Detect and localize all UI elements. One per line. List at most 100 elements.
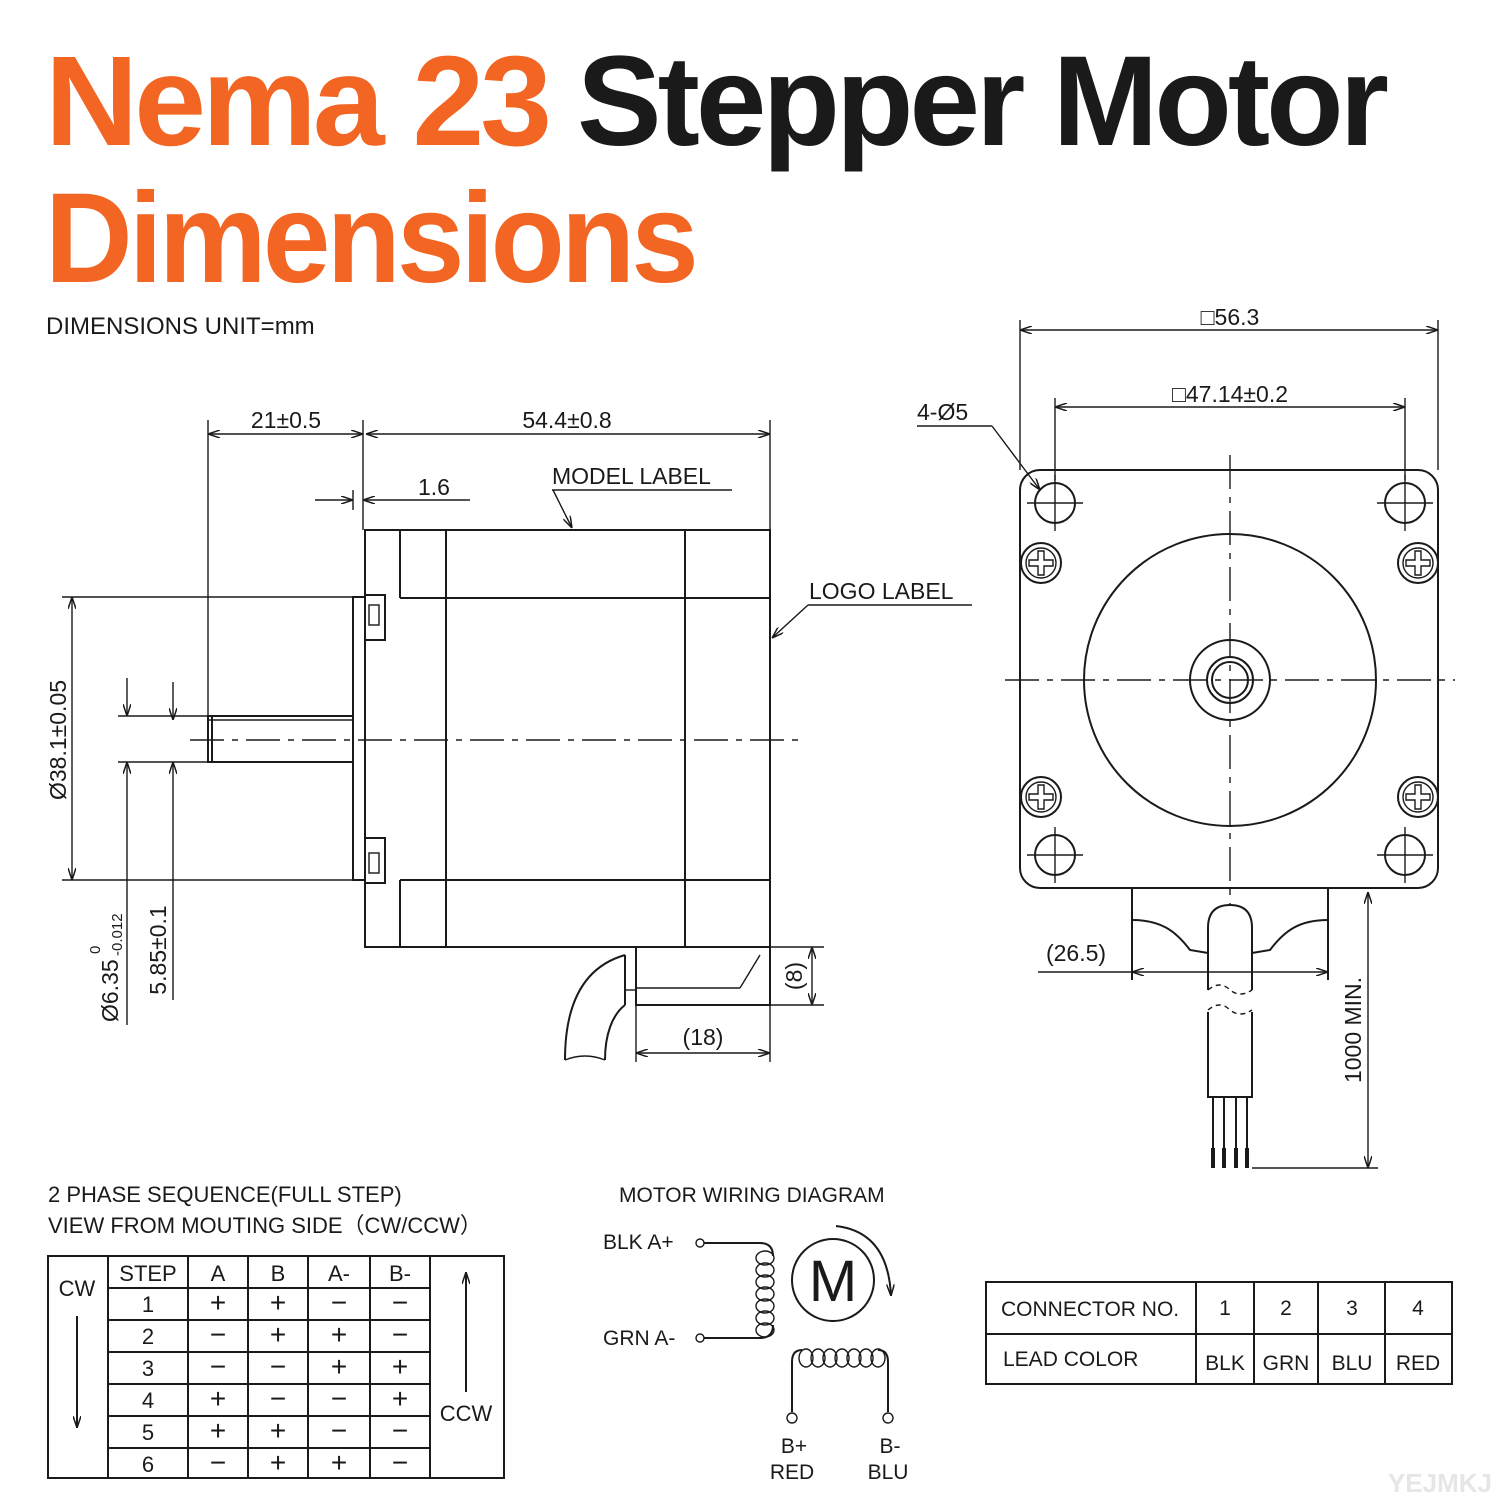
dim-lead-length: 1000 MIN. bbox=[1340, 977, 1366, 1083]
wire-b-plus: B+ bbox=[781, 1435, 807, 1458]
cw-label: CW bbox=[59, 1276, 96, 1301]
wiring-title: MOTOR WIRING DIAGRAM bbox=[619, 1184, 885, 1207]
phase-cell: − bbox=[331, 1287, 347, 1318]
connector-number: 1 bbox=[1219, 1297, 1231, 1320]
motor-symbol: M bbox=[809, 1249, 857, 1314]
phase-cell: + bbox=[392, 1383, 408, 1414]
phase-cell: − bbox=[270, 1351, 286, 1382]
phase-header: B- bbox=[389, 1261, 411, 1286]
screw-icon bbox=[1397, 542, 1439, 584]
phase-step: 6 bbox=[142, 1452, 154, 1477]
phase-header: A- bbox=[328, 1261, 350, 1286]
watermark: YEJMKJ bbox=[1388, 1468, 1492, 1498]
phase-step: 3 bbox=[142, 1356, 154, 1381]
phase-cell: + bbox=[210, 1415, 226, 1446]
phase-step: 5 bbox=[142, 1420, 154, 1445]
lead-color: BLK bbox=[1205, 1352, 1245, 1375]
wiring-diagram: MOTOR WIRING DIAGRAM BLK A+ GRN A- M B+ … bbox=[603, 1184, 908, 1484]
phase-cell: − bbox=[392, 1287, 408, 1318]
phase-cell: + bbox=[331, 1447, 347, 1478]
units-note: DIMENSIONS UNIT=mm bbox=[46, 313, 315, 340]
dim-cable-exit-height: (8) bbox=[781, 962, 807, 990]
phase-cell: + bbox=[270, 1447, 286, 1478]
phase-cell: + bbox=[270, 1287, 286, 1318]
phase-sequence: 2 PHASE SEQUENCE(FULL STEP) VIEW FROM MO… bbox=[47, 1182, 505, 1479]
title-part1: Nema 23 bbox=[45, 30, 548, 173]
dim-shaft-tol-lower: -0.012 bbox=[109, 913, 126, 956]
coil-a-turn bbox=[755, 1310, 775, 1326]
lead-color: BLU bbox=[1332, 1352, 1373, 1375]
phase-header: A bbox=[211, 1261, 226, 1286]
coil-b-turn bbox=[822, 1348, 838, 1368]
phase-cell: − bbox=[392, 1319, 408, 1350]
phase-cell: − bbox=[392, 1447, 408, 1478]
side-view: 21±0.5 54.4±0.8 1.6 Ø38.1±0.05 bbox=[45, 407, 972, 1062]
phase-step: 4 bbox=[142, 1388, 154, 1413]
phase-step: 2 bbox=[142, 1324, 154, 1349]
front-view: □56.3 □47.14±0.2 4-Ø5 bbox=[917, 304, 1455, 1169]
phase-cell: + bbox=[331, 1319, 347, 1350]
coil-a-turn bbox=[755, 1250, 775, 1266]
logo-label-callout: LOGO LABEL bbox=[809, 578, 954, 604]
dim-shaft-length: 21±0.5 bbox=[251, 407, 321, 433]
phase-cell: + bbox=[210, 1287, 226, 1318]
connector-no-label: CONNECTOR NO. bbox=[1001, 1298, 1179, 1321]
model-label-callout: MODEL LABEL bbox=[552, 463, 711, 489]
phase-cell: + bbox=[331, 1351, 347, 1382]
ccw-label: CCW bbox=[440, 1401, 493, 1426]
phase-title-line2: VIEW FROM MOUTING SIDE（CW/CCW） bbox=[48, 1213, 482, 1238]
dim-mounting-holes: 4-Ø5 bbox=[917, 399, 968, 425]
dim-hole-spacing: □47.14±0.2 bbox=[1172, 381, 1288, 407]
phase-step: 1 bbox=[142, 1292, 154, 1317]
wire-a-minus: GRN A- bbox=[603, 1327, 675, 1350]
mounting-hole-icon bbox=[1027, 827, 1083, 883]
connector-number: 2 bbox=[1280, 1297, 1292, 1320]
dim-body-length: 54.4±0.8 bbox=[522, 407, 611, 433]
wire-b-plus-color: RED bbox=[770, 1461, 814, 1484]
title-part2: Stepper Motor bbox=[577, 30, 1387, 173]
phase-cell: − bbox=[392, 1415, 408, 1446]
dim-flange-thickness: 1.6 bbox=[418, 474, 450, 500]
wire-b-minus-color: BLU bbox=[868, 1461, 909, 1484]
coil-b-turn bbox=[870, 1348, 886, 1368]
coil-a-turn bbox=[755, 1298, 775, 1314]
wire-a-plus: BLK A+ bbox=[603, 1231, 674, 1254]
phase-cell: + bbox=[210, 1383, 226, 1414]
coil-b-turn bbox=[810, 1348, 826, 1368]
wire-b-minus: B- bbox=[880, 1435, 901, 1458]
phase-cell: − bbox=[331, 1383, 347, 1414]
coil-b-turn bbox=[798, 1348, 814, 1368]
phase-title-line1: 2 PHASE SEQUENCE(FULL STEP) bbox=[48, 1182, 402, 1207]
phase-header: STEP bbox=[119, 1261, 176, 1286]
dim-flat-depth: 5.85±0.1 bbox=[145, 905, 171, 994]
dim-shaft-tol-upper: 0 bbox=[87, 946, 104, 954]
lead-color: GRN bbox=[1263, 1352, 1310, 1375]
mounting-hole-icon bbox=[1377, 827, 1433, 883]
dim-boss-diameter: Ø38.1±0.05 bbox=[45, 680, 71, 800]
dim-cable-width: (26.5) bbox=[1046, 940, 1106, 966]
coil-a-turn bbox=[755, 1262, 775, 1278]
coil-b-turn bbox=[834, 1348, 850, 1368]
screw-icon bbox=[1020, 542, 1062, 584]
lead-color: RED bbox=[1396, 1352, 1440, 1375]
coil-b-turn bbox=[846, 1348, 862, 1368]
phase-cell: + bbox=[270, 1319, 286, 1350]
connector-number: 4 bbox=[1412, 1297, 1424, 1320]
phase-cell: + bbox=[270, 1415, 286, 1446]
screw-icon bbox=[1020, 776, 1062, 818]
mounting-hole-icon bbox=[1377, 475, 1433, 531]
coil-a-turn bbox=[755, 1286, 775, 1302]
phase-header: B bbox=[271, 1261, 286, 1286]
title-line2: Dimensions bbox=[45, 167, 695, 310]
phase-cell: − bbox=[210, 1447, 226, 1478]
dim-cable-exit-length: (18) bbox=[683, 1024, 724, 1050]
screw-icon bbox=[1397, 776, 1439, 818]
phase-cell: − bbox=[331, 1415, 347, 1446]
coil-a-turn bbox=[755, 1322, 775, 1338]
coil-b-turn bbox=[858, 1348, 874, 1368]
phase-cell: − bbox=[210, 1319, 226, 1350]
phase-cell: − bbox=[270, 1383, 286, 1414]
connector-number: 3 bbox=[1346, 1297, 1358, 1320]
